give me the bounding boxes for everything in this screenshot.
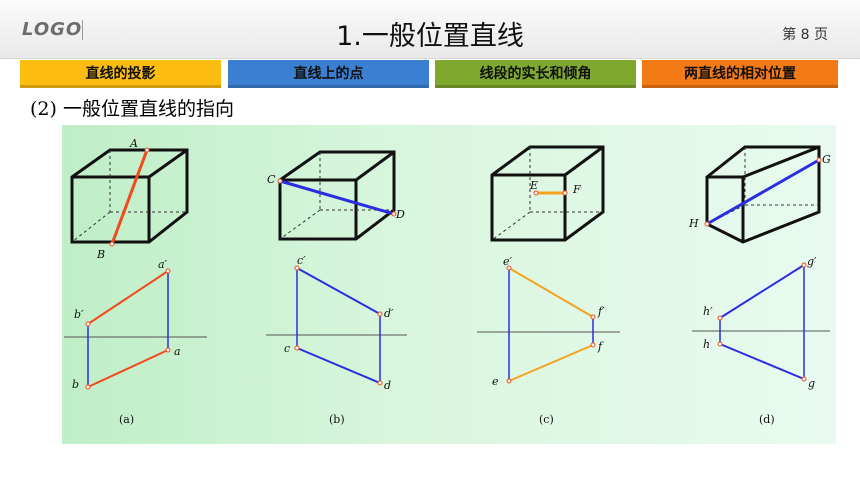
nav-tab-true-length[interactable]: 线段的实长和倾角 xyxy=(435,60,636,88)
caption-b: (b) xyxy=(329,413,345,426)
label-E: E xyxy=(529,179,538,192)
projection-diagram: A B a′ b′ a b (a) xyxy=(64,137,831,426)
projection-figure: A B a′ b′ a b (a) xyxy=(62,125,836,444)
label-b-lower: b xyxy=(72,378,79,391)
label-a-lower: a xyxy=(174,345,181,358)
label-e-lower: e xyxy=(492,375,499,388)
line-ab xyxy=(110,149,149,245)
logo-divider xyxy=(82,20,83,40)
projection-c xyxy=(506,265,596,384)
nav-tab-relative-position[interactable]: 两直线的相对位置 xyxy=(642,60,838,88)
label-g-lower: g xyxy=(808,377,815,390)
label-f-lower: f xyxy=(597,340,604,353)
slide-title: 1.一般位置直线 xyxy=(336,21,524,52)
label-h-prime: h′ xyxy=(703,305,713,318)
label-A: A xyxy=(129,137,138,150)
projection-b xyxy=(294,265,383,386)
caption-a: (a) xyxy=(119,413,134,426)
label-b-prime: b′ xyxy=(74,308,84,321)
panel-c: E F e′ f′ f e (c) xyxy=(477,145,620,426)
label-d-prime: d′ xyxy=(384,307,394,320)
label-F: F xyxy=(572,183,581,196)
label-C: C xyxy=(267,173,276,186)
logo: LOGO xyxy=(22,19,83,40)
label-B: B xyxy=(96,248,105,261)
label-c-prime: c′ xyxy=(297,254,306,267)
box-b xyxy=(278,150,396,241)
section-subtitle: (2) 一般位置直线的指向 xyxy=(30,98,234,120)
label-g-prime: g′ xyxy=(807,255,817,268)
label-f-prime: f′ xyxy=(597,305,605,318)
label-G: G xyxy=(822,153,831,166)
label-c-lower: c xyxy=(284,342,290,355)
label-H: H xyxy=(688,217,699,230)
panel-d: G H h′ g′ h g (d) xyxy=(688,145,831,426)
line-gh xyxy=(706,158,820,226)
label-h-lower: h xyxy=(703,338,710,351)
panel-a: A B a′ b′ a b (a) xyxy=(64,137,207,426)
label-d-lower: d xyxy=(384,379,391,392)
slide-header: LOGO 1.一般位置直线 第 8 页 xyxy=(0,0,860,59)
caption-d: (d) xyxy=(759,413,775,426)
line-cd xyxy=(279,179,395,216)
nav-tab-point-on-line[interactable]: 直线上的点 xyxy=(228,60,429,88)
page-number: 第 8 页 xyxy=(782,27,828,43)
panel-b: C D c′ d′ c d (b) xyxy=(266,150,407,426)
label-a-prime: a′ xyxy=(158,258,168,271)
projection-a xyxy=(85,268,171,390)
label-e-prime: e′ xyxy=(503,255,513,268)
box-d xyxy=(705,145,821,244)
nav-tab-line-projection[interactable]: 直线的投影 xyxy=(20,60,221,88)
label-D: D xyxy=(395,208,405,221)
caption-c: (c) xyxy=(539,413,554,426)
projection-d xyxy=(717,262,807,382)
